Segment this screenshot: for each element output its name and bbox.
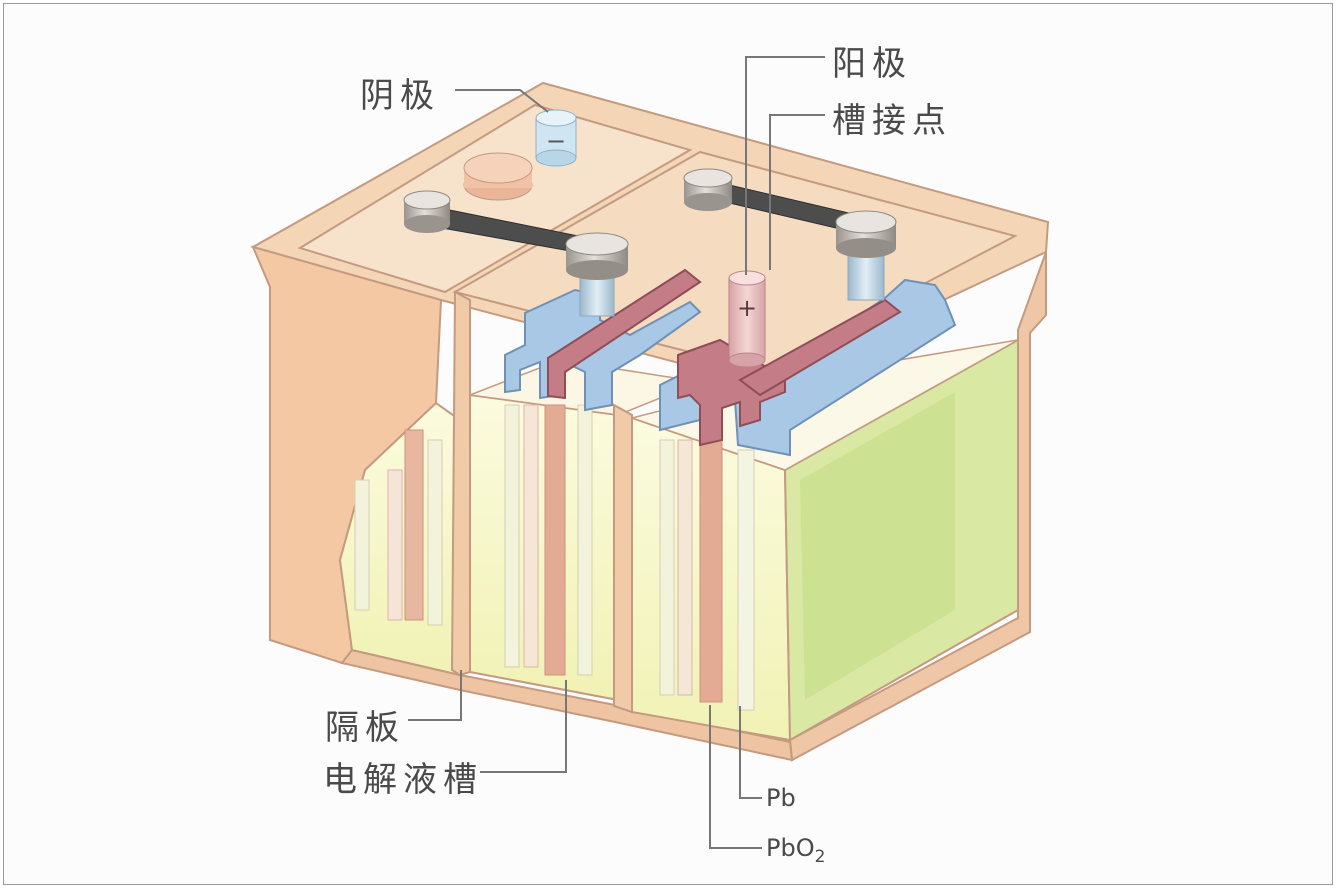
pb-plate <box>737 449 755 711</box>
cell-separator-wall-1 <box>450 290 471 677</box>
label-anode: 阳极 <box>832 44 912 84</box>
positive-terminal: + <box>728 270 766 368</box>
leader-cell-contact <box>769 114 825 270</box>
leader-cathode <box>455 89 549 113</box>
plates-right-cell <box>659 439 755 711</box>
plates-left-cell <box>354 429 443 626</box>
leader-lines <box>408 56 825 849</box>
cell-contact-cap-1 <box>403 190 451 233</box>
positive-strap-right <box>677 338 786 447</box>
leader-anode <box>745 56 825 275</box>
leader-electrolyte-tank <box>480 680 567 773</box>
negative-sign: − <box>546 127 566 155</box>
terminals: − <box>403 109 897 368</box>
positive-strap-middle <box>547 268 702 400</box>
cell-contact-cap-2 <box>565 232 629 317</box>
negative-terminal: − <box>535 109 577 167</box>
pbo2-plate <box>699 439 723 703</box>
label-cathode: 阴极 <box>360 76 440 116</box>
label-pbo2-subscript: 2 <box>814 846 826 867</box>
label-cell-contact: 槽接点 <box>832 101 952 141</box>
label-electrolyte-tank: 电解液槽 <box>323 760 483 800</box>
leader-separator <box>408 670 462 721</box>
label-pbo2-main: PbO <box>766 834 815 862</box>
plates-middle-cell <box>504 404 593 676</box>
positive-sign: + <box>737 294 757 322</box>
cell-contact-cap-4 <box>835 210 897 301</box>
middle-cell-liquid <box>469 393 619 702</box>
plate-straps <box>504 268 957 457</box>
negative-strap-right <box>733 278 957 457</box>
label-pbo2: PbO2 <box>766 834 825 867</box>
leader-pbo2 <box>709 705 762 849</box>
label-separator: 隔板 <box>325 708 405 748</box>
leader-pb <box>739 706 762 799</box>
cell-interior <box>338 290 1019 742</box>
cell-contact-cap-3 <box>683 168 733 211</box>
label-pb: Pb <box>766 784 796 812</box>
cell-separator-wall-2 <box>613 403 633 714</box>
